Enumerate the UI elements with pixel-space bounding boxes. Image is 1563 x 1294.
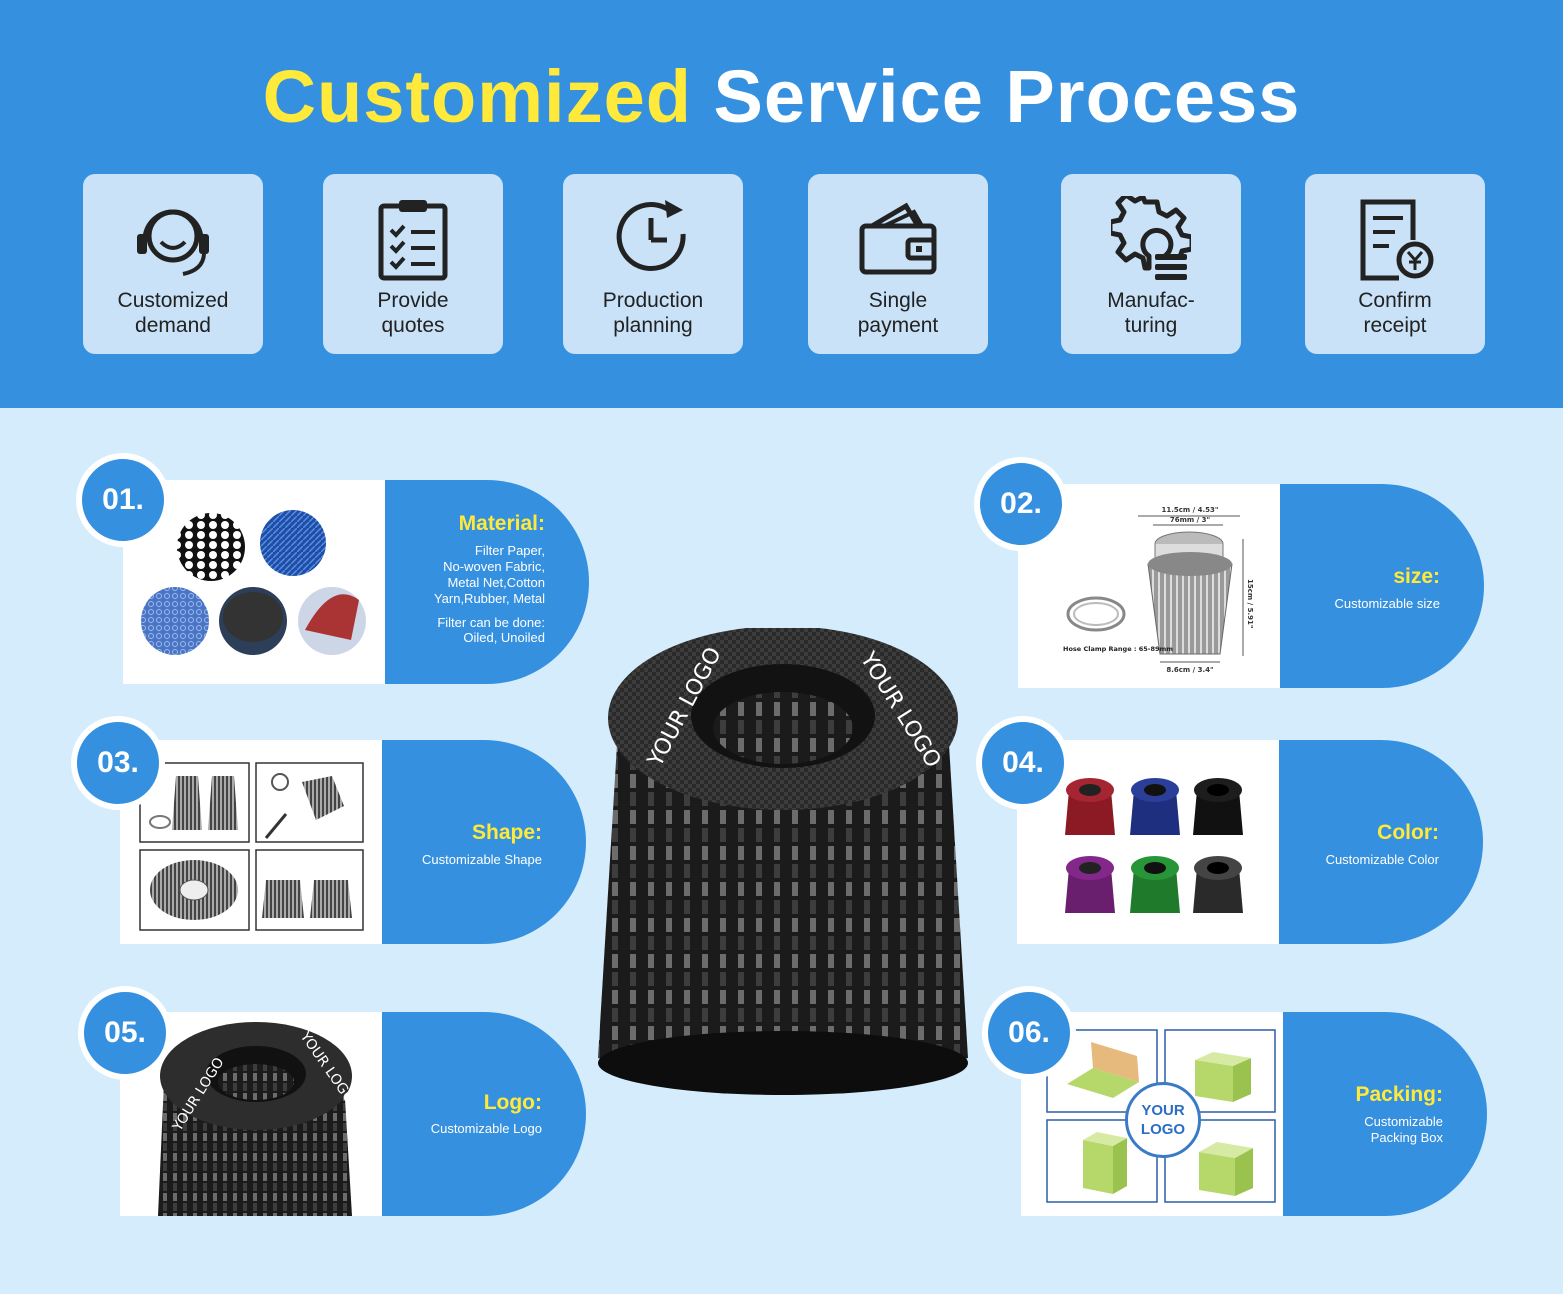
title-rest: Service Process [713,55,1301,138]
step-number-badge: 06. [982,986,1076,1080]
wallet-icon [859,202,937,275]
card-title: Material: [458,512,545,535]
color-swatch-green [1130,856,1180,913]
card-title: Shape: [471,821,542,844]
step-number-badge: 04. [976,716,1070,810]
badge-line1: YOUR [1141,1102,1185,1119]
dimension-height: 15cm / 5.91" [1246,579,1254,629]
step-number-badge: 01. [76,453,170,547]
your-logo-badge: YOUR LOGO [1125,1082,1201,1158]
receipt-yen-icon [1360,199,1434,281]
step-label: Manufac- turing [1107,289,1195,337]
step-number-badge: 05. [78,986,172,1080]
step-production-planning: Production planning [563,174,743,354]
logo-tab: Logo: Customizable Logo [382,1012,586,1216]
dimension-inner: 76mm / 3" [1170,516,1210,524]
page-title: Customized Service Process [0,54,1563,139]
step-label: Production planning [602,289,704,337]
color-swatch-red [1065,778,1115,835]
clamp-range-label: Hose Clamp Range : 65-89mm [1063,645,1173,653]
card-body: Customizable Color [1325,852,1439,867]
step-manufacturing: Manufac- turing [1061,174,1241,354]
color-swatch-purple [1065,856,1115,913]
step-single-payment: Single payment [808,174,988,354]
dimension-top: 11.5cm / 4.53" [1161,506,1218,514]
step-provide-quotes: Provide quotes [323,174,503,354]
packing-tab: Packing: Customizable Packing Box [1283,1012,1487,1216]
step-confirm-receipt: Confirm receipt [1305,174,1485,354]
gear-icon [1111,196,1191,280]
material-tab: Material: Filter Paper, No-woven Fabric,… [385,480,589,684]
badge-line2: LOGO [1140,1121,1186,1138]
card-body-secondary: Filter can be done: Oiled, Unoiled [437,615,545,645]
card-title: Packing: [1355,1083,1443,1106]
packing-boxes-image: YOUR LOGO [1021,1012,1283,1216]
color-swatch-carbon [1193,856,1243,913]
color-swatch-black [1193,778,1243,835]
card-body: Filter Paper, No-woven Fabric, Metal Net… [433,543,545,606]
step-number-badge: 03. [71,716,165,810]
step-number-badge: 02. [974,457,1068,551]
card-title: size: [1393,565,1440,588]
step-customized-demand: Customized demand [83,174,263,354]
clock-cycle-icon [616,200,686,271]
color-tab: Color: Customizable Color [1279,740,1483,944]
title-highlight: Customized [262,55,692,138]
header-banner: Customized Service Process Customized de… [0,0,1563,408]
card-body: Customizable size [1334,596,1441,611]
color-swatch-blue [1130,778,1180,835]
color-variants-image [1017,740,1279,944]
clipboard-checklist-icon [378,200,448,281]
card-title: Logo: [483,1091,542,1114]
shape-variants-image [120,740,382,944]
card-body: Customizable Logo [430,1121,542,1136]
card-body: Customizable Shape [422,852,542,867]
logo-filter-image: YOUR LOGO YOUR LOGO [120,1012,382,1216]
step-label: Customized demand [117,289,229,337]
dimension-bottom: 8.6cm / 3.4" [1166,666,1213,674]
card-title: Color: [1377,821,1439,844]
step-label: Confirm receipt [1358,289,1432,337]
center-air-filter-image: YOUR LOGO YOUR LOGO [598,628,968,1095]
step-label: Single payment [857,289,939,337]
step-label: Provide quotes [377,289,449,337]
shape-tab: Shape: Customizable Shape [382,740,586,944]
headset-icon [137,209,209,276]
size-tab: size: Customizable size [1280,484,1484,688]
card-body: Customizable Packing Box [1364,1114,1443,1145]
